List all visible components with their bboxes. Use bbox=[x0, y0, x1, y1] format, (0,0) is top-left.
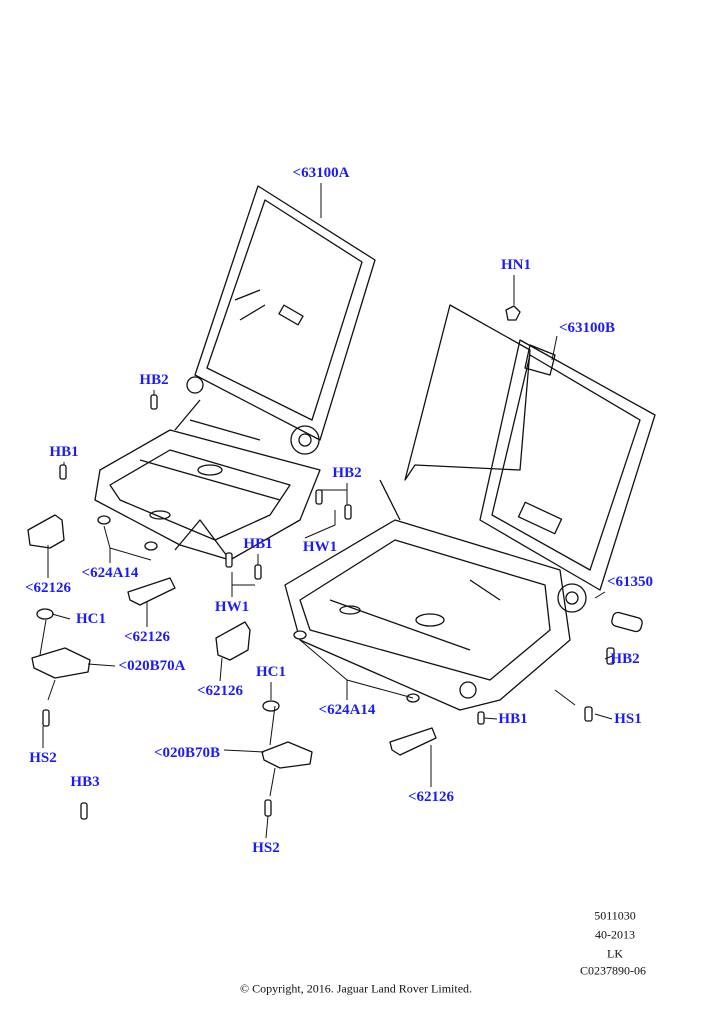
callout-61350[interactable]: <61350 bbox=[606, 574, 654, 590]
callout-hs1[interactable]: HS1 bbox=[614, 711, 642, 727]
callout-hc1-left[interactable]: HC1 bbox=[76, 611, 106, 627]
trim-covers bbox=[27, 514, 437, 756]
callout-hn1[interactable]: HN1 bbox=[501, 257, 531, 273]
callout-hb2-right[interactable]: HB2 bbox=[610, 651, 640, 667]
callout-hb2-left[interactable]: HB2 bbox=[139, 372, 169, 388]
callout-62126-a[interactable]: <62126 bbox=[24, 580, 72, 596]
callout-62126-b[interactable]: <62126 bbox=[123, 629, 171, 645]
seat-back-left bbox=[186, 185, 376, 455]
callout-62126-c[interactable]: <62126 bbox=[196, 683, 244, 699]
diagram-date-code: 40-2013 bbox=[595, 927, 635, 942]
callout-020b70b[interactable]: <020B70B bbox=[153, 745, 221, 761]
brackets bbox=[31, 647, 313, 769]
callout-hs2-mid[interactable]: HS2 bbox=[252, 840, 280, 856]
seat-cushion-right bbox=[284, 479, 571, 711]
seat-back-right bbox=[404, 304, 656, 613]
callout-hw1-left[interactable]: HW1 bbox=[214, 599, 250, 615]
callout-020b70a[interactable]: <020B70A bbox=[118, 658, 186, 674]
callout-63100b[interactable]: <63100B bbox=[558, 320, 616, 336]
callout-hb2-mid[interactable]: HB2 bbox=[332, 465, 362, 481]
diagram-reference: C0237890-06 bbox=[580, 963, 646, 978]
copyright-notice: © Copyright, 2016. Jaguar Land Rover Lim… bbox=[239, 981, 473, 996]
callout-63100a[interactable]: <63100A bbox=[292, 165, 350, 181]
callout-hb1-right[interactable]: HB1 bbox=[498, 711, 528, 727]
callout-624a14-left[interactable]: <624A14 bbox=[81, 565, 139, 581]
leader-lines bbox=[39, 183, 613, 839]
callout-hb1-left[interactable]: HB1 bbox=[49, 444, 79, 460]
callout-hb3[interactable]: HB3 bbox=[70, 774, 100, 790]
callout-hc1-mid[interactable]: HC1 bbox=[256, 664, 286, 680]
diagram-model-code: LK bbox=[607, 946, 623, 961]
callout-hw1-mid[interactable]: HW1 bbox=[302, 539, 338, 555]
callout-hb1-mid[interactable]: HB1 bbox=[243, 536, 273, 552]
callout-624a14-right[interactable]: <624A14 bbox=[318, 702, 376, 718]
seat-cushion-left bbox=[94, 399, 321, 561]
diagram-number: 5011030 bbox=[594, 908, 636, 923]
callout-hs2-left[interactable]: HS2 bbox=[29, 750, 57, 766]
callout-62126-d[interactable]: <62126 bbox=[407, 789, 455, 805]
